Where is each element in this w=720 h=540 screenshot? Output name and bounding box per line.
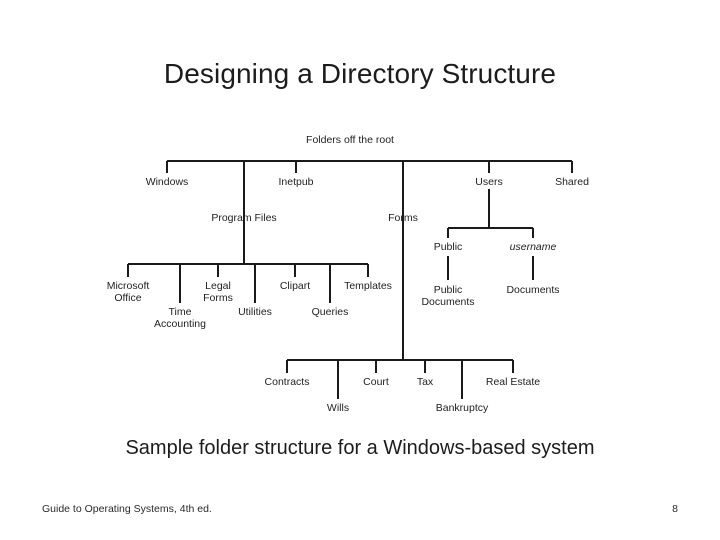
node-public-documents-line1: Public bbox=[434, 284, 463, 296]
node-clipart: Clipart bbox=[280, 280, 310, 292]
node-templates: Templates bbox=[344, 280, 392, 292]
users-grandchildren-connectors bbox=[447, 256, 534, 280]
node-time-accounting-line2: Accounting bbox=[154, 318, 206, 330]
node-real-estate: Real Estate bbox=[486, 376, 540, 388]
node-public: Public bbox=[434, 241, 463, 253]
program-files-children-connectors bbox=[127, 263, 369, 303]
node-utilities: Utilities bbox=[238, 306, 272, 318]
node-tax: Tax bbox=[417, 376, 434, 388]
node-windows: Windows bbox=[146, 176, 189, 188]
figure-caption: Sample folder structure for a Windows-ba… bbox=[125, 437, 595, 459]
node-inetpub: Inetpub bbox=[278, 176, 313, 188]
node-time-accounting-line1: Time bbox=[169, 306, 192, 318]
node-legal-forms-line1: Legal bbox=[205, 280, 231, 292]
node-bankruptcy: Bankruptcy bbox=[436, 402, 489, 414]
level1-connectors bbox=[166, 160, 573, 173]
node-contracts: Contracts bbox=[265, 376, 310, 388]
node-microsoft-office-line1: Microsoft bbox=[107, 280, 150, 292]
users-children-connectors bbox=[447, 227, 534, 238]
diagram-root-label: Folders off the root bbox=[306, 134, 394, 146]
node-court: Court bbox=[363, 376, 389, 388]
node-documents: Documents bbox=[506, 284, 559, 296]
footer-source-text: Guide to Operating Systems, 4th ed. bbox=[42, 503, 212, 515]
node-forms: Forms bbox=[388, 212, 418, 224]
node-program-files: Program Files bbox=[211, 212, 276, 224]
directory-structure-diagram: Folders off the root Windows Inetpub Use… bbox=[0, 125, 720, 420]
level2-connectors bbox=[243, 173, 490, 360]
forms-children-connectors bbox=[286, 359, 514, 399]
page-title: Designing a Directory Structure bbox=[163, 58, 557, 89]
node-public-documents-line2: Documents bbox=[421, 296, 474, 308]
slide-footer: Guide to Operating Systems, 4th ed. 8 bbox=[42, 503, 678, 515]
node-queries: Queries bbox=[312, 306, 349, 318]
node-microsoft-office-line2: Office bbox=[114, 292, 141, 304]
node-shared: Shared bbox=[555, 176, 589, 188]
node-users: Users bbox=[475, 176, 502, 188]
node-username: username bbox=[510, 241, 557, 253]
footer-page-number: 8 bbox=[672, 503, 678, 515]
node-legal-forms-line2: Forms bbox=[203, 292, 233, 304]
node-wills: Wills bbox=[327, 402, 349, 414]
